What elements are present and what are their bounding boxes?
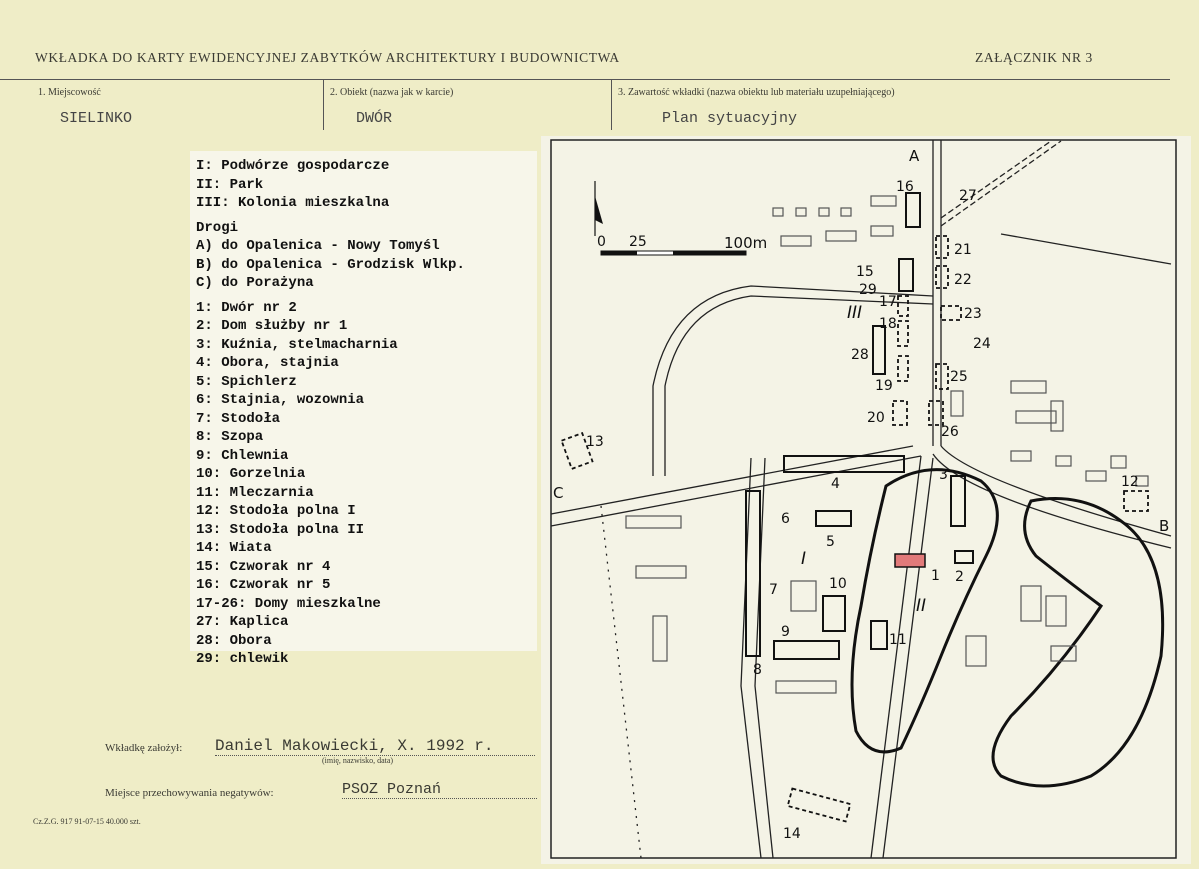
building-number: 6 xyxy=(781,511,790,527)
legend-road: B) do Opalenica - Grodzisk Wlkp. xyxy=(196,256,465,273)
building-number: 16 xyxy=(896,179,914,195)
legend-item: 1: Dwór nr 2 xyxy=(196,299,297,316)
road-label-a: A xyxy=(909,147,920,165)
building-number: 7 xyxy=(769,582,778,598)
legend-item: 27: Kaplica xyxy=(196,614,289,630)
card-title: WKŁADKA DO KARTY EWIDENCYJNEJ ZABYTKÓW A… xyxy=(35,50,620,65)
legend-item: 7: Stodoła xyxy=(196,410,281,427)
legend-area: I: Podwórze gospodarcze xyxy=(196,158,390,174)
legend-item: 14: Wiata xyxy=(196,540,272,556)
building-number: 13 xyxy=(586,434,604,450)
field-divider-1 xyxy=(323,80,324,130)
building-number: 28 xyxy=(851,347,869,363)
building-number: 12 xyxy=(1121,474,1139,490)
legend-area: II: Park xyxy=(196,176,264,193)
field-3-value: Plan sytuacyjny xyxy=(662,110,798,127)
legend-item: 2: Dom służby nr 1 xyxy=(196,318,348,334)
building-number: 5 xyxy=(826,534,835,550)
building-number: 19 xyxy=(875,378,893,394)
legend-item: 10: Gorzelnia xyxy=(196,466,306,482)
scale-label: 25 xyxy=(629,234,647,250)
building-number: 2 xyxy=(955,569,964,585)
legend-item: 5: Spichlerz xyxy=(196,373,297,390)
building-number: 10 xyxy=(829,576,847,592)
legend-item: 29: chlewik xyxy=(196,651,289,667)
attachment-number: ZAŁĄCZNIK NR 3 xyxy=(975,50,1093,65)
legend-item: 16: Czworak nr 5 xyxy=(196,577,331,593)
building-number: 11 xyxy=(889,632,907,648)
field-1-value: SIELINKO xyxy=(60,110,133,127)
minor-buildings xyxy=(625,195,1149,694)
building-number: 29 xyxy=(859,282,877,298)
legend-item: 8: Szopa xyxy=(196,429,264,445)
field-3-label: 3. Zawartość wkładki (nazwa obiektu lub … xyxy=(618,87,895,98)
manor-house-highlight xyxy=(894,553,926,568)
map-frame xyxy=(550,139,1177,859)
building-number: 8 xyxy=(753,662,762,678)
storage-value: PSOZ Poznań xyxy=(342,781,537,799)
legend-panel: I: Podwórze gospodarcze II: Park III: Ko… xyxy=(190,151,537,667)
building-number: 21 xyxy=(954,242,972,258)
legend-item: 28: Obora xyxy=(196,632,272,649)
buildings xyxy=(745,192,974,660)
building-number: 23 xyxy=(964,306,982,322)
road-label-c: C xyxy=(553,484,563,502)
building-number: 18 xyxy=(879,316,897,332)
area-label-iii: III xyxy=(847,303,862,323)
park-outline xyxy=(991,497,1165,788)
building-number: 26 xyxy=(941,424,959,440)
building-number: 4 xyxy=(831,476,840,492)
field-divider-2 xyxy=(611,80,612,130)
legend-item: 4: Obora, stajnia xyxy=(196,355,339,371)
legend-item: 11: Mleczarnia xyxy=(196,484,314,501)
scale-bar xyxy=(600,250,747,256)
area-label-i: I xyxy=(801,549,806,569)
road-label-b: B xyxy=(1159,517,1169,535)
field-2-label: 2. Obiekt (nazwa jak w karcie) xyxy=(330,87,454,98)
legend-roads-title: Drogi xyxy=(196,219,239,236)
header-divider xyxy=(0,79,1170,80)
author-label: Wkładkę założył: xyxy=(105,742,183,754)
building-number: 25 xyxy=(950,369,968,385)
building-number: 14 xyxy=(783,826,801,842)
legend-item: 9: Chlewnia xyxy=(196,447,289,464)
building-number: 22 xyxy=(954,272,972,288)
scale-label: 0 xyxy=(597,234,606,250)
scale-label: 100m xyxy=(724,234,767,252)
north-arrow-icon xyxy=(594,181,603,236)
legend-item: 6: Stajnia, wozownia xyxy=(196,392,365,408)
building-number: 9 xyxy=(781,624,790,640)
field-1-label: 1. Miejscowość xyxy=(38,87,101,98)
legend-road: A) do Opalenica - Nowy Tomyśl xyxy=(196,238,440,254)
building-number: 3 xyxy=(939,467,948,483)
site-plan-svg: 0 25 100m xyxy=(550,139,1177,859)
author-value: Daniel Makowiecki, X. 1992 r. xyxy=(215,737,535,756)
author-hint: (imię, nazwisko, data) xyxy=(322,756,394,765)
building-number: 27 xyxy=(959,188,977,204)
building-number: 1 xyxy=(931,568,940,584)
building-number: 20 xyxy=(867,410,885,426)
storage-label: Miejsce przechowywania negatywów: xyxy=(105,787,274,799)
legend-item: 17-26: Domy mieszkalne xyxy=(196,595,381,612)
area-label-ii: II xyxy=(916,596,926,616)
legend-item: 15: Czworak nr 4 xyxy=(196,558,331,575)
legend-road: C) do Porażyna xyxy=(196,275,314,291)
building-number: 17 xyxy=(879,294,897,310)
site-plan-map: 0 25 100m xyxy=(541,136,1191,864)
legend-item: 3: Kuźnia, stelmacharnia xyxy=(196,336,398,353)
legend-item: 12: Stodoła polna I xyxy=(196,503,356,519)
building-number: 24 xyxy=(973,336,991,352)
print-code: Cz.Z.G. 917 91-07-15 40.000 szt. xyxy=(33,817,141,826)
dashed-buildings xyxy=(560,235,1149,823)
legend-item: 13: Stodoła polna II xyxy=(196,521,365,538)
legend-area: III: Kolonia mieszkalna xyxy=(196,195,390,211)
park-outline xyxy=(850,468,999,754)
field-2-value: DWÓR xyxy=(356,110,393,127)
building-number: 15 xyxy=(856,264,874,280)
roads xyxy=(550,140,1172,859)
